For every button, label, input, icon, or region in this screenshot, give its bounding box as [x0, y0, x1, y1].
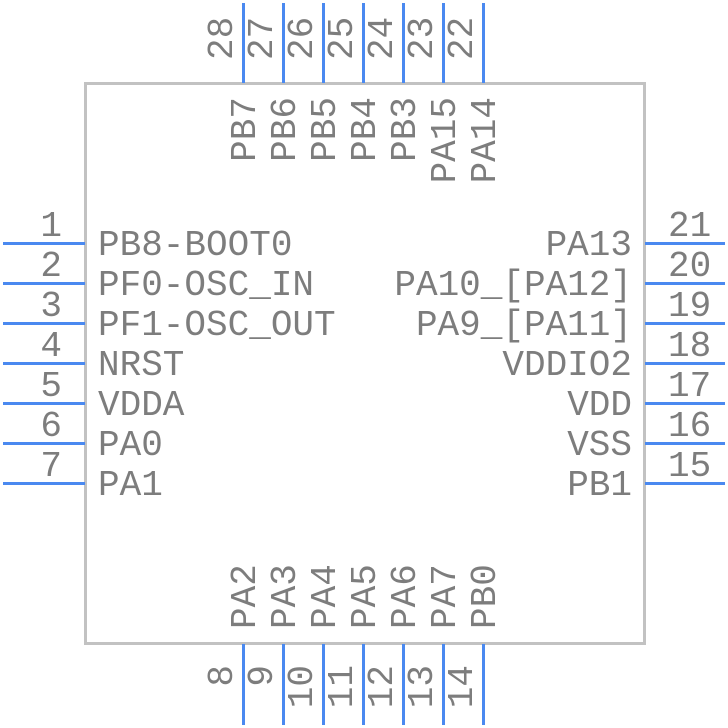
pin-line-28 — [241, 3, 245, 83]
pin-line-3 — [3, 321, 85, 325]
pin-line-19 — [645, 321, 725, 325]
pin-number-14: 14 — [442, 665, 483, 709]
pin-line-4 — [3, 361, 85, 365]
pin-number-16: 16 — [668, 406, 712, 447]
pin-number-4: 4 — [40, 326, 62, 367]
pin-line-15 — [645, 481, 725, 485]
pin-line-20 — [645, 281, 725, 285]
pin-number-26: 26 — [282, 16, 323, 60]
pin-line-5 — [3, 401, 85, 405]
pin-number-1: 1 — [40, 206, 62, 247]
pin-number-3: 3 — [40, 286, 62, 327]
pin-name-8: PA2 — [225, 564, 266, 629]
pin-name-14: PB0 — [465, 564, 506, 629]
pin-line-2 — [3, 281, 85, 285]
pin-number-28: 28 — [202, 16, 243, 60]
pin-name-20: PA10_[PA12] — [394, 265, 632, 306]
pin-name-2: PF0-OSC_IN — [98, 265, 315, 306]
pin-line-16 — [645, 441, 725, 445]
pin-name-1: PB8-BOOT0 — [98, 225, 293, 266]
pin-line-12 — [401, 644, 405, 725]
pin-line-17 — [645, 401, 725, 405]
pin-line-9 — [281, 644, 285, 725]
pin-line-1 — [3, 241, 85, 245]
pin-number-23: 23 — [402, 16, 443, 60]
pin-number-24: 24 — [362, 16, 403, 60]
pin-number-5: 5 — [40, 366, 62, 407]
pin-name-3: PF1-OSC_OUT — [98, 305, 336, 346]
pin-name-26: PB5 — [305, 97, 346, 162]
pin-line-14 — [481, 644, 485, 725]
pin-number-8: 8 — [202, 665, 243, 687]
pin-name-28: PB7 — [225, 97, 266, 162]
pin-line-23 — [441, 3, 445, 83]
pin-line-27 — [281, 3, 285, 83]
pin-name-9: PA3 — [265, 564, 306, 629]
pin-name-11: PA5 — [345, 564, 386, 629]
pin-name-16: VSS — [567, 425, 632, 466]
pin-number-27: 27 — [242, 16, 283, 60]
pin-number-18: 18 — [668, 326, 712, 367]
pin-name-25: PB4 — [345, 97, 386, 162]
pin-name-13: PA7 — [425, 564, 466, 629]
pin-line-11 — [361, 644, 365, 725]
pin-number-10: 10 — [282, 665, 323, 709]
pin-number-17: 17 — [668, 366, 712, 407]
pin-line-6 — [3, 441, 85, 445]
pin-name-15: PB1 — [567, 465, 632, 506]
pin-number-25: 25 — [322, 16, 363, 60]
pin-name-24: PB3 — [385, 97, 426, 162]
pin-number-15: 15 — [668, 446, 712, 487]
pin-line-18 — [645, 361, 725, 365]
pin-number-7: 7 — [40, 446, 62, 487]
pin-line-24 — [401, 3, 405, 83]
pin-name-27: PB6 — [265, 97, 306, 162]
pin-name-6: PA0 — [98, 425, 163, 466]
pin-line-22 — [481, 3, 485, 83]
pin-number-21: 21 — [668, 206, 712, 247]
pin-line-8 — [241, 644, 245, 725]
pin-name-22: PA14 — [465, 97, 506, 184]
pin-name-21: PA13 — [545, 225, 632, 266]
pin-number-6: 6 — [40, 406, 62, 447]
pin-line-25 — [361, 3, 365, 83]
pin-name-4: NRST — [98, 345, 185, 386]
pin-line-26 — [321, 3, 325, 83]
pin-number-9: 9 — [242, 665, 283, 687]
pin-number-11: 11 — [322, 665, 363, 709]
pin-number-19: 19 — [668, 286, 712, 327]
pin-name-10: PA4 — [305, 564, 346, 629]
pin-name-18: VDDIO2 — [502, 345, 632, 386]
pin-name-12: PA6 — [385, 564, 426, 629]
pin-number-20: 20 — [668, 246, 712, 287]
pin-number-12: 12 — [362, 665, 403, 709]
pin-name-17: VDD — [567, 385, 632, 426]
pin-name-19: PA9_[PA11] — [415, 305, 632, 346]
pin-line-7 — [3, 481, 85, 485]
pin-number-22: 22 — [442, 16, 483, 60]
pin-number-13: 13 — [402, 665, 443, 709]
pin-name-5: VDDA — [98, 385, 185, 426]
pin-name-23: PA15 — [425, 97, 466, 184]
pin-line-10 — [321, 644, 325, 725]
pin-line-13 — [441, 644, 445, 725]
pin-number-2: 2 — [40, 246, 62, 287]
pin-name-7: PA1 — [98, 465, 163, 506]
chip-body — [84, 82, 646, 645]
pin-line-21 — [645, 241, 725, 245]
